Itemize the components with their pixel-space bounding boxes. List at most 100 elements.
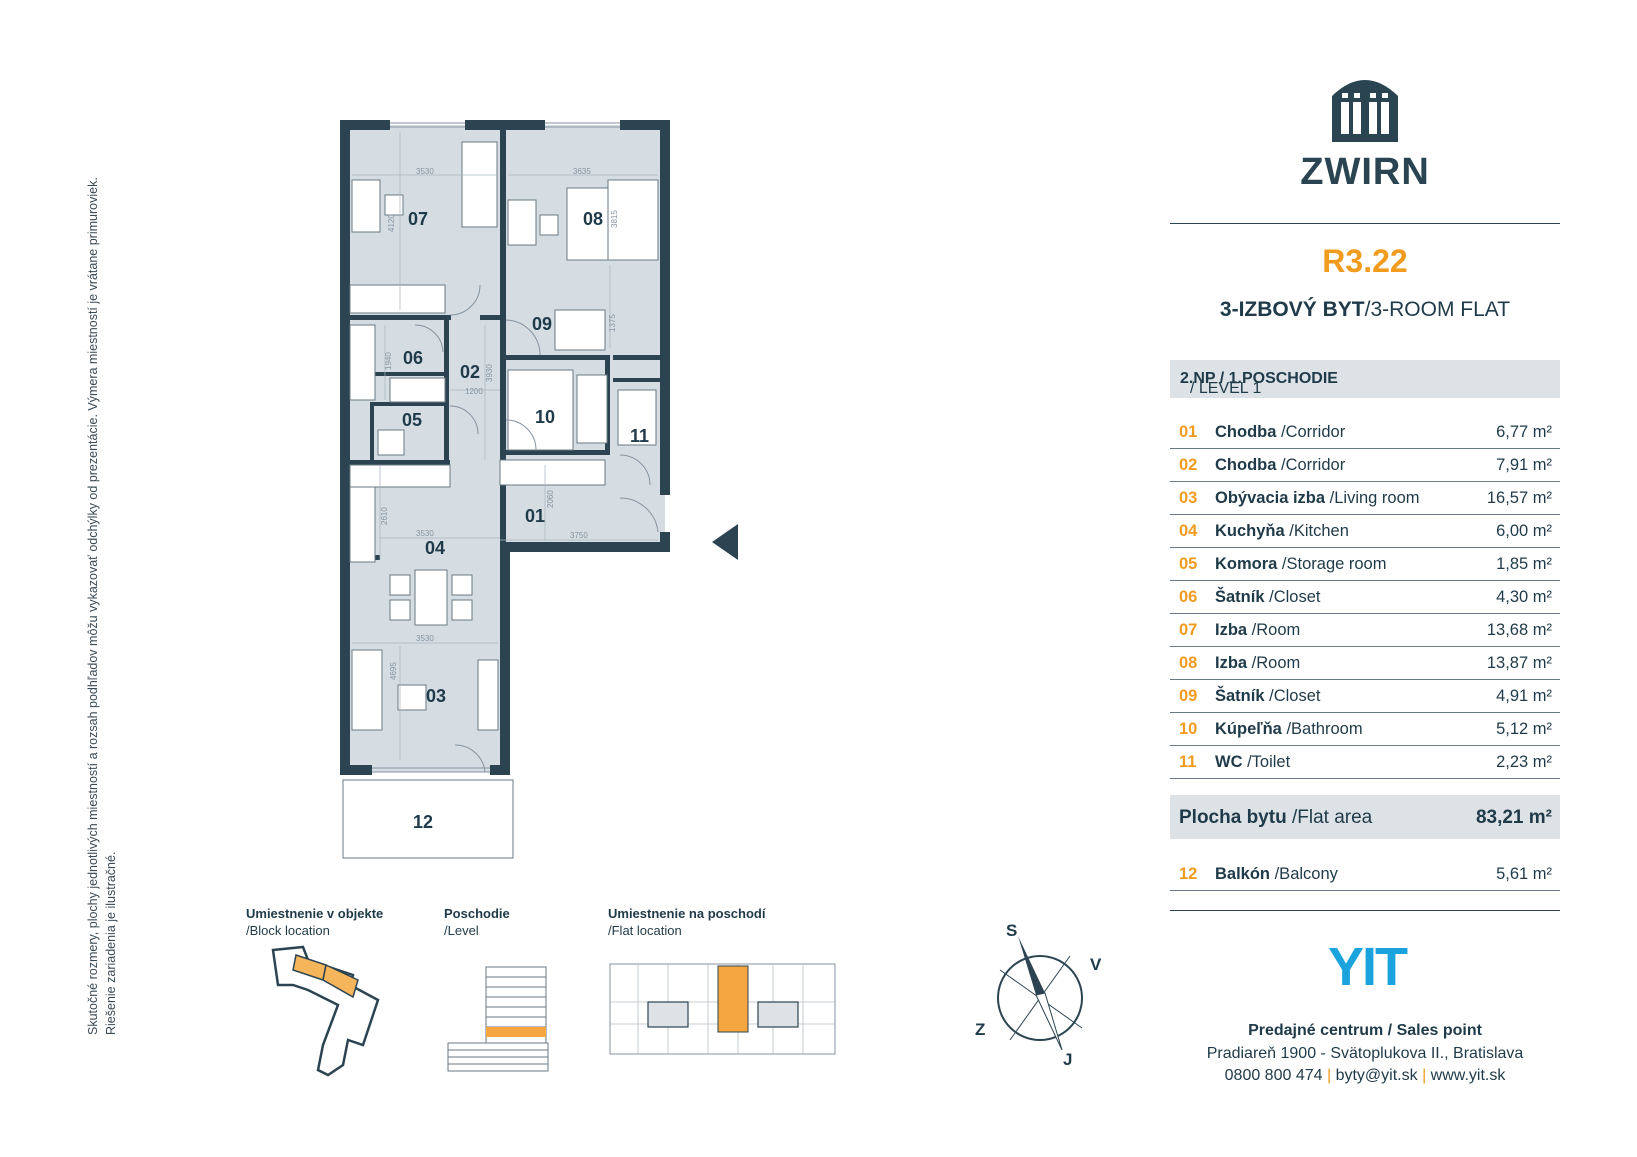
room-name: Kúpeľňa /Bathroom xyxy=(1215,720,1363,739)
dim-01-height: 2060 xyxy=(546,490,555,508)
entrance-arrow-icon xyxy=(712,524,738,560)
room-label-02: 02 xyxy=(460,362,480,382)
room-row: 10 Kúpeľňa /Bathroom 5,12 m² xyxy=(1170,712,1560,746)
room-label-06: 06 xyxy=(403,348,423,368)
room-name-sk: Chodba xyxy=(1215,423,1277,441)
dim-07-height: 4120 xyxy=(387,214,396,232)
room-label-05: 05 xyxy=(402,410,422,430)
room-number: 11 xyxy=(1179,753,1197,771)
dim-02-width: 1200 xyxy=(465,387,483,396)
sales-point-title: Predajné centrum / Sales point xyxy=(1248,1022,1482,1039)
separator: | xyxy=(1326,1067,1332,1084)
room-number: 05 xyxy=(1179,555,1198,573)
level-label: 2.NP / 1.POSCHODIE / LEVEL 1 xyxy=(1180,370,1338,397)
room-number: 03 xyxy=(1179,489,1198,507)
room-number: 02 xyxy=(1179,456,1198,474)
room-number: 10 xyxy=(1179,720,1198,738)
flat-area-value: 83,21 m² xyxy=(1475,807,1552,828)
compass-s-label: S xyxy=(1006,921,1017,940)
dimension-lines xyxy=(352,132,658,760)
flat-location-title: Umiestnenie na poschodí xyxy=(608,906,766,921)
level-label-english: / LEVEL 1 xyxy=(1190,380,1262,397)
room-name-en: /Bathroom xyxy=(1281,720,1363,738)
room-name-en: /Corridor xyxy=(1276,456,1346,474)
room-label-12: 12 xyxy=(413,812,433,832)
block-location-subtitle: /Block location xyxy=(246,923,330,938)
block-location-map xyxy=(271,945,380,1077)
divider xyxy=(1170,910,1560,911)
room-name-en: /Room xyxy=(1247,621,1301,639)
dim-03-height: 4695 xyxy=(389,662,398,680)
room-number: 09 xyxy=(1179,687,1198,705)
room-number: 01 xyxy=(1179,423,1198,441)
flat-code: R3.22 xyxy=(1322,243,1408,279)
dim-03-width: 3530 xyxy=(416,634,434,643)
disclaimer-line-1: Skutočné rozmery, plochy jednotlivých mi… xyxy=(86,177,100,1035)
room-name-sk: Izba xyxy=(1215,654,1248,672)
dim-08-height: 3815 xyxy=(610,210,619,228)
room-name: Šatník /Closet xyxy=(1215,687,1320,706)
dim-07-width: 3530 xyxy=(416,167,434,176)
dim-01-width: 3750 xyxy=(570,531,588,540)
sales-contact: 0800 800 474 | byty@yit.sk | www.yit.sk xyxy=(1170,1067,1560,1085)
compass-z-label: Z xyxy=(975,1020,985,1039)
room-row: 11 WC /Toilet 2,23 m² xyxy=(1170,745,1560,779)
furniture xyxy=(349,141,659,731)
building-logo-icon xyxy=(1332,80,1398,142)
sales-phone[interactable]: 0800 800 474 xyxy=(1224,1067,1323,1084)
room-name-sk: WC xyxy=(1215,753,1243,771)
room-area: 7,91 m² xyxy=(1496,456,1552,474)
room-name-en: /Toilet xyxy=(1242,753,1291,771)
room-name-en: /Storage room xyxy=(1277,555,1387,573)
room-name: Komora /Storage room xyxy=(1215,555,1386,574)
flat-area-total: Plocha bytu /Flat area 83,21 m² xyxy=(1170,795,1560,839)
room-number: 06 xyxy=(1179,588,1198,606)
doors xyxy=(414,284,659,773)
room-name-en: /Closet xyxy=(1264,687,1321,705)
balcony-area: 5,61 m² xyxy=(1496,865,1552,883)
room-area: 13,68 m² xyxy=(1486,621,1552,639)
flat-area-label: Plocha bytu /Flat area xyxy=(1179,807,1372,829)
balcony-area xyxy=(342,779,514,859)
outer-walls xyxy=(340,120,670,775)
level-diagram xyxy=(447,966,549,1072)
balcony-name-en: /Balcony xyxy=(1270,865,1338,883)
room-label-11: 11 xyxy=(630,426,649,446)
room-area: 5,12 m² xyxy=(1496,720,1552,738)
room-area: 2,23 m² xyxy=(1496,753,1552,771)
sales-website[interactable]: www.yit.sk xyxy=(1430,1067,1506,1084)
room-name-en: /Kitchen xyxy=(1284,522,1349,540)
yit-logo: YIT xyxy=(1285,937,1450,997)
zwirn-logo: ZWIRN xyxy=(1290,72,1440,194)
room-name: Chodba /Corridor xyxy=(1215,423,1345,442)
room-name-sk: Šatník xyxy=(1215,687,1265,705)
room-area: 16,57 m² xyxy=(1486,489,1552,507)
room-number: 04 xyxy=(1179,522,1198,540)
info-panel: ZWIRN R3.22 3-IZBOVÝ BYT/3-ROOM FLAT 2.N… xyxy=(1170,0,1560,1157)
room-name-en: /Living room xyxy=(1325,489,1420,507)
balcony-name: Balkón /Balcony xyxy=(1215,865,1338,884)
flat-highlight xyxy=(717,965,749,1033)
floor-plan: 3530 3635 4120 3815 1375 1940 3930 1200 … xyxy=(340,120,670,859)
room-name: Kuchyňa /Kitchen xyxy=(1215,522,1349,541)
room-label-07: 07 xyxy=(408,209,428,229)
room-area: 6,00 m² xyxy=(1496,522,1552,540)
room-label-09: 09 xyxy=(532,314,552,334)
dim-04-height: 2610 xyxy=(380,507,389,525)
sales-email[interactable]: byty@yit.sk xyxy=(1335,1067,1418,1084)
room-name: Izba /Room xyxy=(1215,654,1300,673)
room-name-en: /Closet xyxy=(1264,588,1321,606)
flat-area-label-sk: Plocha bytu xyxy=(1179,807,1287,828)
room-name-en: /Room xyxy=(1247,654,1301,672)
flat-location-subtitle: /Flat location xyxy=(608,923,682,938)
room-name: Chodba /Corridor xyxy=(1215,456,1345,475)
room-label-04: 04 xyxy=(425,538,445,558)
yit-logo-icon: YIT xyxy=(1328,937,1410,997)
flat-location-map xyxy=(609,963,836,1055)
